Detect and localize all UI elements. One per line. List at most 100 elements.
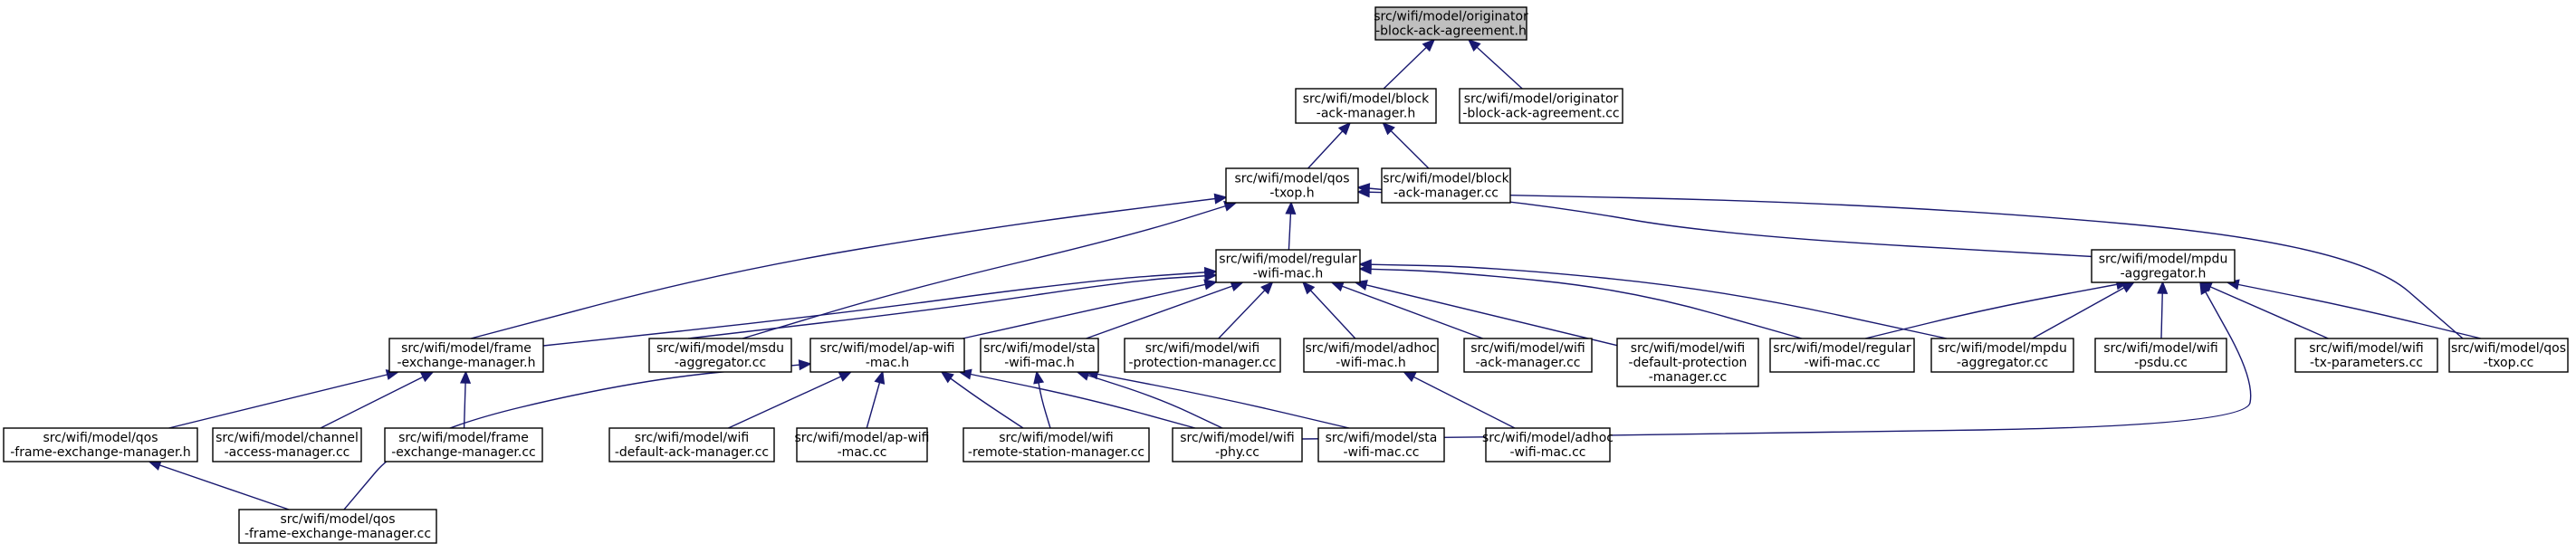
node-box: [1463, 338, 1593, 373]
node-label-line: src/wifi/model/wifi: [1145, 341, 1260, 356]
arrow-head: [1337, 121, 1352, 136]
node-ap_h[interactable]: src/wifi/model/ap-wifi-mac.h: [809, 338, 965, 373]
edge-chan_cc-to-fem_h: [320, 371, 435, 429]
arrow-head: [1358, 259, 1372, 271]
edge-sta_cc-to-sta_h: [1085, 368, 1350, 429]
node-root[interactable]: src/wifi/model/originator-block-ack-agre…: [1374, 6, 1528, 41]
node-label-line: src/wifi/model/sta: [1326, 431, 1438, 445]
node-box: [1124, 338, 1281, 373]
edge-qos_txop_h-to-bam_h: [1307, 121, 1352, 169]
node-box: [1295, 88, 1437, 124]
arrow-head: [1203, 279, 1218, 291]
arrow-head: [1467, 38, 1481, 52]
edge-qosfem_cc-to-qosfem_h: [148, 460, 290, 510]
node-box: [2294, 338, 2438, 373]
node-box: [1616, 338, 1759, 387]
node-ackm_cc[interactable]: src/wifi/model/wifi-ack-manager.cc: [1463, 338, 1593, 373]
node-box: [648, 338, 792, 373]
arrow-head: [1402, 371, 1417, 383]
arrow-head: [1260, 281, 1274, 295]
node-label-line: -wifi-mac.h: [1336, 356, 1406, 370]
node-adhoc_h[interactable]: src/wifi/model/adhoc-wifi-mac.h: [1303, 338, 1439, 373]
node-regular_h[interactable]: src/wifi/model/regular-wifi-mac.h: [1215, 249, 1361, 283]
node-qosfem_cc[interactable]: src/wifi/model/qos-frame-exchange-manage…: [238, 509, 437, 544]
node-box: [212, 427, 362, 462]
edge-line: [320, 371, 434, 429]
node-box: [2448, 338, 2569, 373]
node-psdu_cc[interactable]: src/wifi/model/wifi-psdu.cc: [2094, 338, 2227, 373]
edge-line: [168, 371, 398, 429]
node-label-line: src/wifi/model/qos: [1234, 172, 1349, 186]
node-label-line: src/wifi/model/ap-wifi: [819, 341, 954, 356]
node-chan_cc[interactable]: src/wifi/model/channel-access-manager.cc: [212, 427, 362, 462]
node-regular_cc[interactable]: src/wifi/model/regular-wifi-mac.cc: [1769, 338, 1915, 373]
node-fem_h[interactable]: src/wifi/model/frame-exchange-manager.h: [388, 338, 544, 373]
edge-qos_txop_cc-to-mpdu_h: [2226, 279, 2482, 339]
node-box: [1225, 167, 1359, 204]
edge-rsm_cc-to-sta_h: [1033, 370, 1051, 429]
edge-line: [941, 371, 1024, 429]
node-label-line: src/wifi/model/regular: [1773, 341, 1911, 356]
node-label-line: src/wifi/model/block: [1303, 92, 1430, 107]
node-label-line: src/wifi/model/mpdu: [2099, 253, 2228, 267]
node-oba_cc[interactable]: src/wifi/model/originator-block-ack-agre…: [1459, 88, 1623, 124]
node-label-line: src/wifi/model/wifi: [2103, 341, 2218, 356]
edge-mpdu_cc-to-regular_h: [1358, 259, 1948, 339]
node-box: [1459, 88, 1623, 124]
node-label-line: src/wifi/model/ap-wifi: [794, 431, 929, 445]
node-qos_txop_h[interactable]: src/wifi/model/qos-txop.h: [1225, 167, 1359, 204]
node-msdu_cc[interactable]: src/wifi/model/msdu-aggregator.cc: [648, 338, 792, 373]
node-box: [1303, 338, 1439, 373]
node-label-line: src/wifi/model/wifi: [1631, 341, 1746, 356]
node-box: [238, 509, 437, 544]
node-sta_cc[interactable]: src/wifi/model/sta-wifi-mac.cc: [1317, 427, 1445, 462]
node-bam_cc[interactable]: src/wifi/model/block-ack-manager.cc: [1381, 167, 1511, 204]
edge-line: [687, 274, 1217, 339]
node-qos_txop_cc[interactable]: src/wifi/model/qos-txop.cc: [2448, 338, 2569, 373]
node-rsm_cc[interactable]: src/wifi/model/wifi-remote-station-manag…: [962, 427, 1150, 462]
edge-qos_txop_cc-to-qos_txop_h: [1356, 186, 2464, 339]
node-label-line: -remote-station-manager.cc: [968, 445, 1144, 460]
edge-line: [470, 196, 1227, 339]
node-fem_cc[interactable]: src/wifi/model/frame-exchange-manager.cc: [384, 427, 543, 462]
node-label-line: src/wifi/model/mpdu: [1938, 341, 2067, 356]
edge-line: [959, 371, 1196, 429]
node-label-line: src/wifi/model/wifi: [635, 431, 750, 445]
node-box: [809, 338, 965, 373]
arrow-head: [1301, 281, 1316, 295]
edge-line: [1468, 39, 1523, 90]
node-bam_h[interactable]: src/wifi/model/block-ack-manager.h: [1295, 88, 1437, 124]
arrow-head: [2121, 281, 2136, 293]
node-phy_cc[interactable]: src/wifi/model/wifi-phy.cc: [1172, 427, 1303, 462]
node-defack_cc[interactable]: src/wifi/model/wifi-default-ack-manager.…: [608, 427, 775, 462]
node-ap_cc[interactable]: src/wifi/model/ap-wifi-mac.cc: [794, 427, 930, 462]
node-label-line: src/wifi/model/qos: [2451, 341, 2566, 356]
node-label-line: -block-ack-agreement.h: [1375, 24, 1527, 39]
node-prot_cc[interactable]: src/wifi/model/wifi-protection-manager.c…: [1124, 338, 1281, 373]
node-adhoc_cc[interactable]: src/wifi/model/adhoc-wifi-mac.cc: [1482, 427, 1614, 462]
node-qosfem_h[interactable]: src/wifi/model/qos-frame-exchange-manage…: [3, 427, 198, 462]
edge-bam_cc-to-bam_h: [1382, 121, 1430, 169]
node-label-line: -ack-manager.cc: [1393, 186, 1499, 201]
node-defprot_cc[interactable]: src/wifi/model/wifi-default-protection-m…: [1616, 338, 1759, 387]
node-label-line: -wifi-mac.cc: [1509, 445, 1585, 460]
edge-line: [1383, 39, 1435, 90]
edge-line: [1302, 281, 1356, 339]
edge-fem_h-to-regular_h: [542, 266, 1218, 347]
edge-line: [2032, 281, 2134, 339]
node-sta_h[interactable]: src/wifi/model/sta-wifi-mac.h: [980, 338, 1099, 373]
edge-bam_h-to-root: [1383, 38, 1436, 90]
node-mpdu_h[interactable]: src/wifi/model/mpdu-aggregator.h: [2091, 249, 2236, 283]
node-label-line: -exchange-manager.cc: [391, 445, 536, 460]
node-label-line: -frame-exchange-manager.h: [10, 445, 191, 460]
edge-line: [1077, 371, 1223, 429]
node-label-line: src/wifi/model/qos: [43, 431, 158, 445]
node-label-line: -ack-manager.cc: [1476, 356, 1581, 370]
node-label-line: -wifi-mac.h: [1004, 356, 1075, 370]
edge-line: [1403, 371, 1516, 429]
node-label-line: -frame-exchange-manager.cc: [244, 527, 431, 541]
arrow-head: [1422, 38, 1436, 52]
node-txparam_cc[interactable]: src/wifi/model/wifi-tx-parameters.cc: [2294, 338, 2438, 373]
node-mpdu_cc[interactable]: src/wifi/model/mpdu-aggregator.cc: [1930, 338, 2074, 373]
